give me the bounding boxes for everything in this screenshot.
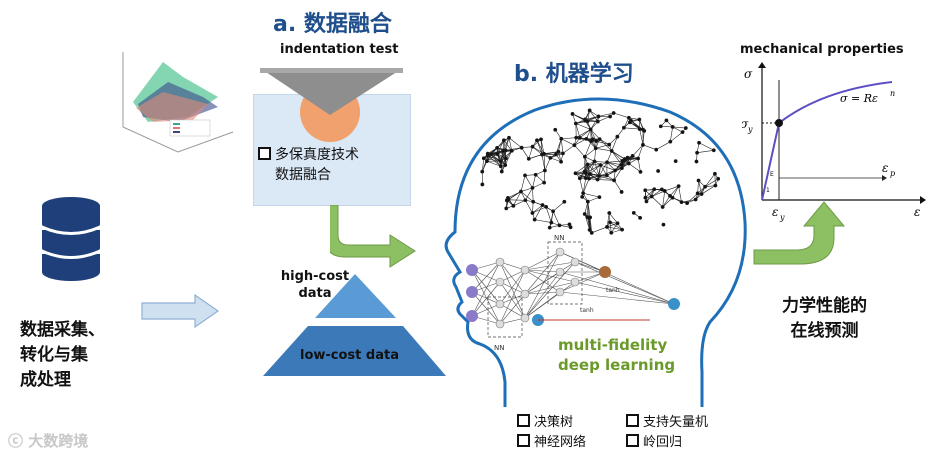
prediction-text: 力学性能的 在线预测: [782, 294, 867, 344]
stress-strain-plot: σ σ y σ = Rε n ε p ε y ε E 1: [742, 62, 926, 222]
indentation-diagram: [260, 68, 403, 142]
data-collection-line3: 成处理: [20, 370, 71, 390]
sigma-axis-label: σ: [744, 67, 753, 81]
fusion-line2: 数据融合: [275, 167, 331, 183]
formula-sup: n: [890, 89, 895, 98]
slope-1-label: 1: [766, 187, 770, 194]
data-collection-line2: 转化与集: [20, 345, 88, 365]
data-collection-line1: 数据采集、: [20, 320, 105, 340]
head-brain-diagram: NN NN tanh tanh: [444, 97, 747, 407]
eps-y-sub: y: [779, 213, 785, 222]
tanh-top-label: tanh: [606, 287, 620, 294]
checkbox-icon: [626, 414, 639, 427]
eps-p-label: ε: [882, 161, 888, 175]
method-decision-tree: 决策树: [517, 414, 573, 432]
multi-fidelity-line1: multi-fidelity: [558, 336, 668, 354]
method-neural-net: 神经网络: [517, 434, 586, 452]
checkbox-icon: [517, 414, 530, 427]
method-label: 支持矢量机: [643, 415, 709, 430]
eps-y-label: ε: [772, 205, 778, 219]
fusion-checkbox-item: 多保真度技术 数据融合: [258, 145, 359, 185]
formula-label: σ = Rε: [840, 92, 878, 105]
multi-fidelity-label: multi-fidelity deep learning: [558, 335, 675, 375]
light-blue-arrow-icon: [141, 293, 220, 329]
high-cost-line2: data: [298, 286, 332, 301]
low-cost-label: low-cost data: [300, 348, 399, 363]
indentation-test-label: indentation test: [280, 42, 399, 57]
checkbox-icon: [258, 147, 271, 160]
method-label: 神经网络: [534, 435, 587, 450]
eps-p-sub: p: [890, 169, 895, 178]
fusion-line1: 多保真度技术: [275, 147, 359, 163]
database-icon: [41, 197, 101, 281]
prediction-line2: 在线预测: [790, 321, 859, 341]
mech-title: mechanical properties: [740, 42, 904, 57]
method-ridge: 岭回归: [626, 434, 682, 452]
high-cost-label: high-cost data: [270, 268, 360, 302]
multi-fidelity-line2: deep learning: [558, 356, 676, 374]
watermark-logo-icon: ⓒ: [8, 432, 24, 450]
checkbox-icon: [517, 434, 530, 447]
method-label: 决策树: [534, 415, 574, 430]
section-b-title: b. 机器学习: [514, 62, 634, 87]
prediction-line1: 力学性能的: [782, 296, 867, 316]
surface-plot-thumbnail: [122, 52, 234, 153]
watermark: ⓒ 大数跨境: [8, 430, 88, 451]
data-collection-text: 数据采集、 转化与集 成处理: [20, 318, 105, 393]
eps-axis-label: ε: [914, 205, 920, 219]
high-cost-line1: high-cost: [280, 269, 350, 284]
nn-top-label: NN: [554, 234, 564, 242]
section-a-title: a. 数据融合: [273, 12, 392, 37]
tanh-mid-label: tanh: [580, 307, 594, 314]
method-label: 岭回归: [643, 435, 683, 450]
green-arrow-up-icon: [753, 201, 846, 265]
watermark-text: 大数跨境: [28, 432, 89, 450]
nn-left-label: NN: [494, 344, 504, 352]
method-svm: 支持矢量机: [626, 414, 708, 432]
sigma-y-sub: y: [747, 125, 753, 134]
checkbox-icon: [626, 434, 639, 447]
fidelity-pyramid: [263, 274, 446, 376]
green-arrow-icon: [330, 205, 416, 268]
sigma-y-label: σ: [742, 117, 749, 131]
slope-e-label: E: [770, 171, 774, 178]
